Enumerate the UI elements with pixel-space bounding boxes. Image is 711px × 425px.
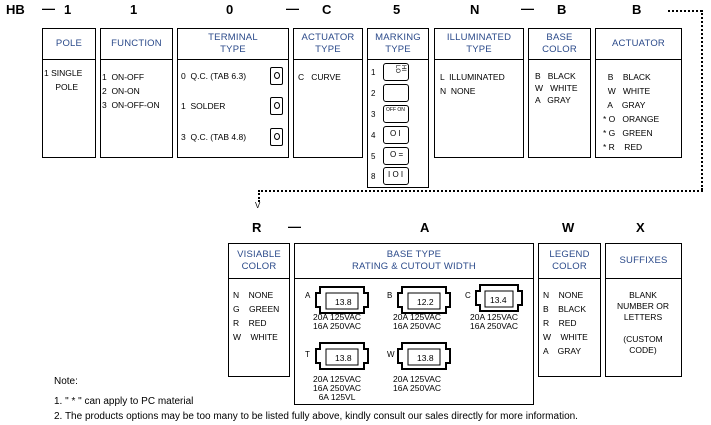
separator: — (521, 1, 534, 16)
base-type-diagram (294, 277, 532, 403)
base-type-code-a: A (305, 291, 311, 300)
base-type-svg (315, 284, 523, 370)
function-options: 1 ON-OFF 2 ON-ON 3 ON-OFF-ON (102, 72, 160, 110)
note-1: 1. " * " can apply to PC material (54, 396, 194, 407)
code-pole: 1 (64, 2, 72, 17)
base-type-c (475, 284, 523, 312)
legend-color-options: N NONE B BLACK R RED W WHITE A GRAY (543, 290, 588, 356)
base-type-rating-a: 20A 125VAC 16A 250VAC (313, 312, 362, 331)
terminal-solder-icon (270, 97, 283, 115)
actuator-header: ACTUATOR (595, 28, 682, 60)
base-type-rating-b: 20A 125VAC 16A 250VAC (393, 312, 442, 331)
marking-hi-lo-icon: HI LO (383, 63, 409, 81)
base-type-rating-w: 20A 125VAC 16A 250VAC (393, 374, 442, 393)
visiable-color-header: VISIABLE COLOR (228, 243, 290, 279)
separator: — (286, 1, 299, 16)
actuator-type-header: ACTUATOR TYPE (293, 28, 363, 60)
visiable-color-options: N NONE G GREEN R RED W WHITE (233, 290, 280, 342)
connector-line (258, 190, 260, 202)
marking-blank-icon (383, 84, 409, 102)
base-color-options: B BLACK W WHITE A GRAY (535, 71, 578, 105)
base-type-width-w: 13.8 (417, 353, 434, 363)
note-2: 2. The products options may be too many … (54, 411, 578, 422)
code-legend-color: W (562, 220, 575, 235)
code-base-color: B (557, 2, 567, 17)
code-hb: HB (6, 2, 25, 17)
marking-o-i-icon: O I (383, 126, 409, 144)
base-type-rating-t: 20A 125VAC 16A 250VAC 6A 125VL (313, 374, 362, 402)
code-marking: 5 (393, 2, 401, 17)
base-type-width-a: 13.8 (335, 297, 352, 307)
code-actuator-color: B (632, 2, 642, 17)
code-illuminated: N (470, 2, 480, 17)
base-type-rating-c: 20A 125VAC 16A 250VAC (470, 312, 519, 331)
base-type-width-t: 13.8 (335, 353, 352, 363)
base-type-width-b: 12.2 (417, 297, 434, 307)
marking-code-1: 1 (371, 68, 376, 77)
actuator-type-options: C CURVE (298, 72, 341, 82)
arrow-down: V (255, 201, 261, 210)
marking-code-2: 2 (371, 89, 376, 98)
separator: — (42, 1, 55, 16)
code-terminal: 0 (226, 2, 234, 17)
terminal-option-1: 1 SOLDER (181, 101, 226, 111)
pole-header: POLE (42, 28, 96, 60)
base-type-code-c: C (465, 291, 471, 300)
marking-header: MARKING TYPE (367, 28, 429, 60)
code-base-type: A (420, 220, 430, 235)
legend-color-header: LEGEND COLOR (538, 243, 601, 279)
marking-o-dash-icon: O = (383, 147, 409, 165)
base-type-code-b: B (387, 291, 393, 300)
terminal-tab48-icon (270, 128, 283, 146)
separator: — (288, 219, 301, 234)
suffixes-header: SUFFIXES (605, 243, 682, 279)
code-actuator-type: C (322, 2, 332, 17)
base-type-b (397, 286, 451, 314)
actuator-options: B BLACK W WHITE A GRAY * O ORANGE * G GR… (603, 72, 660, 152)
base-type-w (397, 342, 451, 370)
base-type-code-w: W (387, 350, 395, 359)
connector-line (701, 10, 703, 190)
terminal-option-0: 0 Q.C. (TAB 6.3) (181, 71, 247, 81)
base-type-header: BASE TYPE RATING & CUTOUT WIDTH (294, 243, 534, 279)
marking-code-8: 8 (371, 172, 376, 181)
function-header: FUNCTION (100, 28, 173, 60)
terminal-tab63-icon (270, 67, 283, 85)
base-type-width-c: 13.4 (490, 295, 507, 305)
illuminated-header: ILLUMINATED TYPE (434, 28, 524, 60)
marking-code-5: 5 (371, 152, 376, 161)
marking-code-4: 4 (371, 131, 376, 140)
base-color-header: BASE COLOR (528, 28, 591, 60)
note-title: Note: (54, 376, 78, 387)
code-visiable-color: R (252, 220, 262, 235)
base-type-code-t: T (305, 350, 310, 359)
code-function: 1 (130, 2, 138, 17)
base-type-t (315, 342, 369, 370)
terminal-header: TERMINAL TYPE (177, 28, 289, 60)
marking-off-on-icon: OFF ON (383, 105, 409, 123)
connector-line (668, 10, 702, 12)
connector-line (258, 190, 703, 192)
pole-options: 1 SINGLE POLE (44, 68, 83, 92)
marking-i-o-i-icon: I O I (383, 167, 409, 185)
base-type-a (315, 286, 369, 314)
suffixes-options: BLANK NUMBER OR LETTERS (CUSTOM CODE) (617, 290, 669, 355)
terminal-option-3: 3 Q.C. (TAB 4.8) (181, 132, 247, 142)
marking-code-3: 3 (371, 110, 376, 119)
illuminated-options: L ILLUMINATED N NONE (440, 72, 505, 96)
code-suffixes: X (636, 220, 645, 235)
